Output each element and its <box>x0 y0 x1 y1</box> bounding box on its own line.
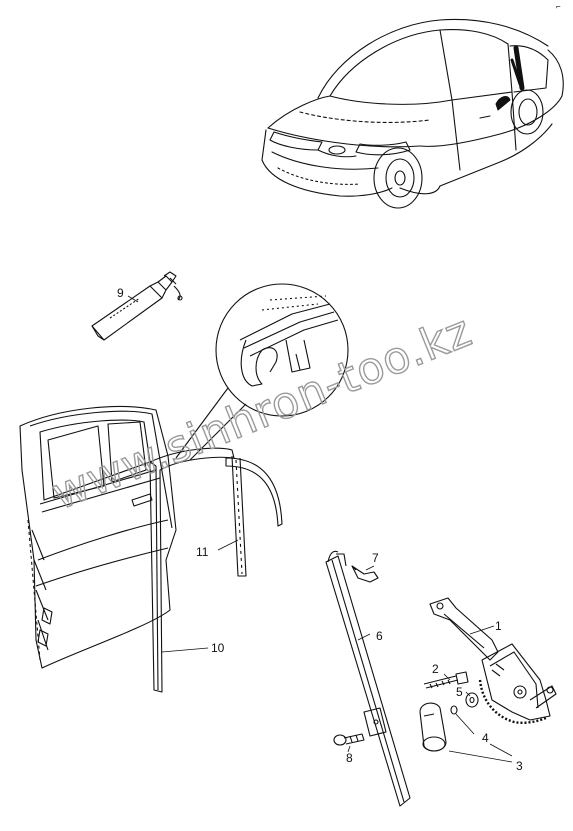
callout-4: 4 <box>482 731 489 745</box>
callout-6: 6 <box>376 629 383 643</box>
part-9-lubricant-tube <box>91 271 183 341</box>
part-4-ring <box>450 705 458 715</box>
watermark-text: www.sinhron-too.kz <box>45 305 479 520</box>
car-illustration <box>261 18 564 209</box>
part-3-crank-handle <box>419 702 447 752</box>
part-2-bolt <box>423 671 469 689</box>
callout-3: 3 <box>516 759 523 773</box>
rear-door <box>19 406 177 669</box>
corner-mark: ⌐ <box>556 2 561 11</box>
part-6-guide-rail <box>325 550 411 807</box>
callout-labels: 1 2 3 4 5 6 7 8 9 10 11 <box>117 286 523 773</box>
callout-8: 8 <box>346 751 353 765</box>
callout-1: 1 <box>495 619 502 633</box>
callout-11: 11 <box>196 545 209 559</box>
callout-10: 10 <box>211 641 225 655</box>
seal-detail-magnifier <box>175 283 349 461</box>
part-7-screw <box>351 565 379 583</box>
part-8-screw <box>333 733 365 746</box>
part-11-guide-channel <box>225 455 283 577</box>
leader-lines <box>161 539 513 763</box>
part-5-washer <box>465 692 479 708</box>
callout-7: 7 <box>372 551 379 565</box>
part-10-window-seal <box>149 447 235 693</box>
part-1-window-regulator <box>429 597 557 724</box>
callout-9: 9 <box>117 286 124 300</box>
callout-5: 5 <box>456 685 463 699</box>
callout-2: 2 <box>432 662 439 676</box>
